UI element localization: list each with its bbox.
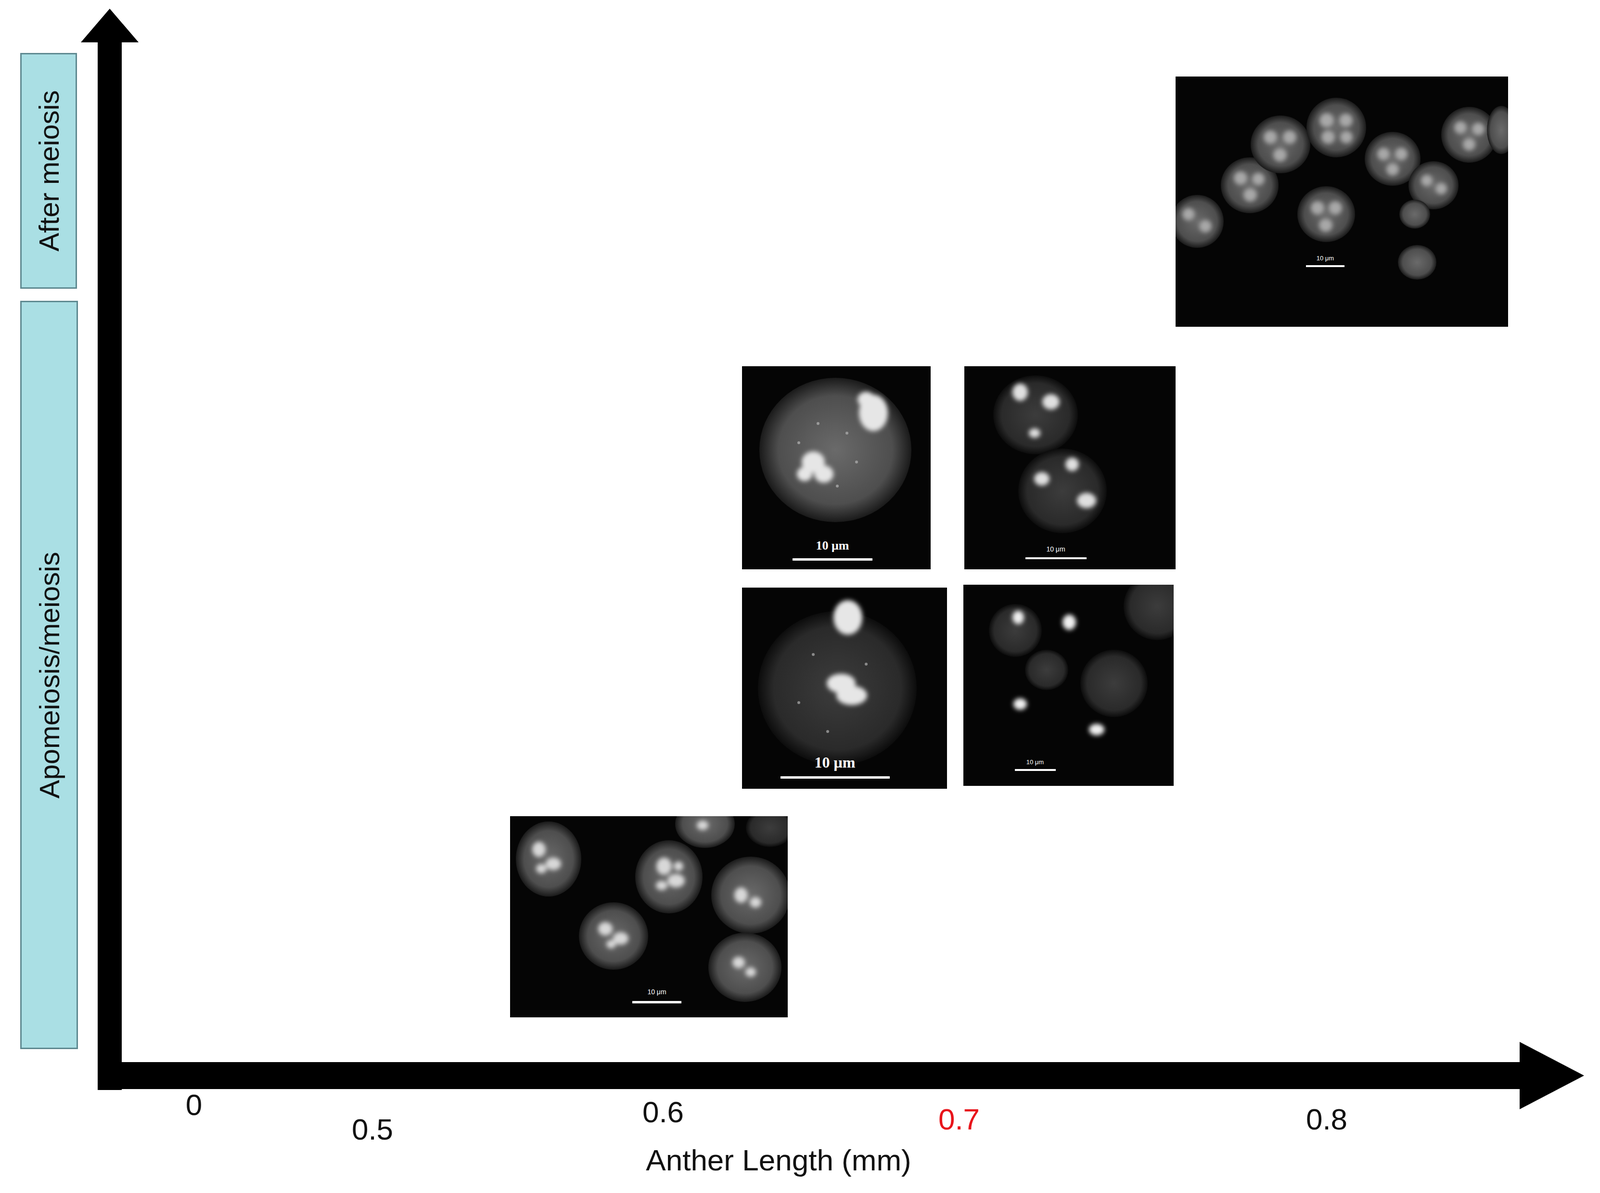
scale-bar-label: 10 μm	[1316, 255, 1334, 262]
y-axis-arrow	[80, 8, 139, 1090]
micrograph	[742, 366, 931, 570]
tick-label: 0.6	[642, 1095, 684, 1129]
tick-label: 0.5	[351, 1113, 394, 1146]
scale-bar-label: 10 μm	[816, 538, 850, 553]
tick-label: 0.7	[938, 1102, 980, 1136]
scale-bar-label: 10 μm	[814, 754, 856, 771]
tick-label: 0.8	[1305, 1102, 1348, 1136]
micrograph	[963, 572, 1191, 786]
x-axis-arrow	[97, 1041, 1585, 1110]
band-label: Apomeiosis/meiosis	[33, 551, 66, 799]
scale-bar-label: 10 μm	[1046, 545, 1065, 553]
micrograph	[510, 799, 794, 1018]
scale-bar-label: 10 μm	[647, 988, 666, 996]
micrograph	[1170, 76, 1516, 327]
scale-bar-label: 10 μm	[1026, 758, 1044, 766]
tick-label: 0	[185, 1088, 203, 1122]
micrograph	[742, 587, 948, 789]
stage-band: Apomeiosis/meiosis	[20, 300, 78, 1050]
stage-band: After meiosis	[20, 52, 77, 289]
axis-title: Anther Length (mm)	[645, 1143, 911, 1177]
band-label: After meiosis	[32, 89, 65, 252]
micrograph	[964, 366, 1176, 570]
